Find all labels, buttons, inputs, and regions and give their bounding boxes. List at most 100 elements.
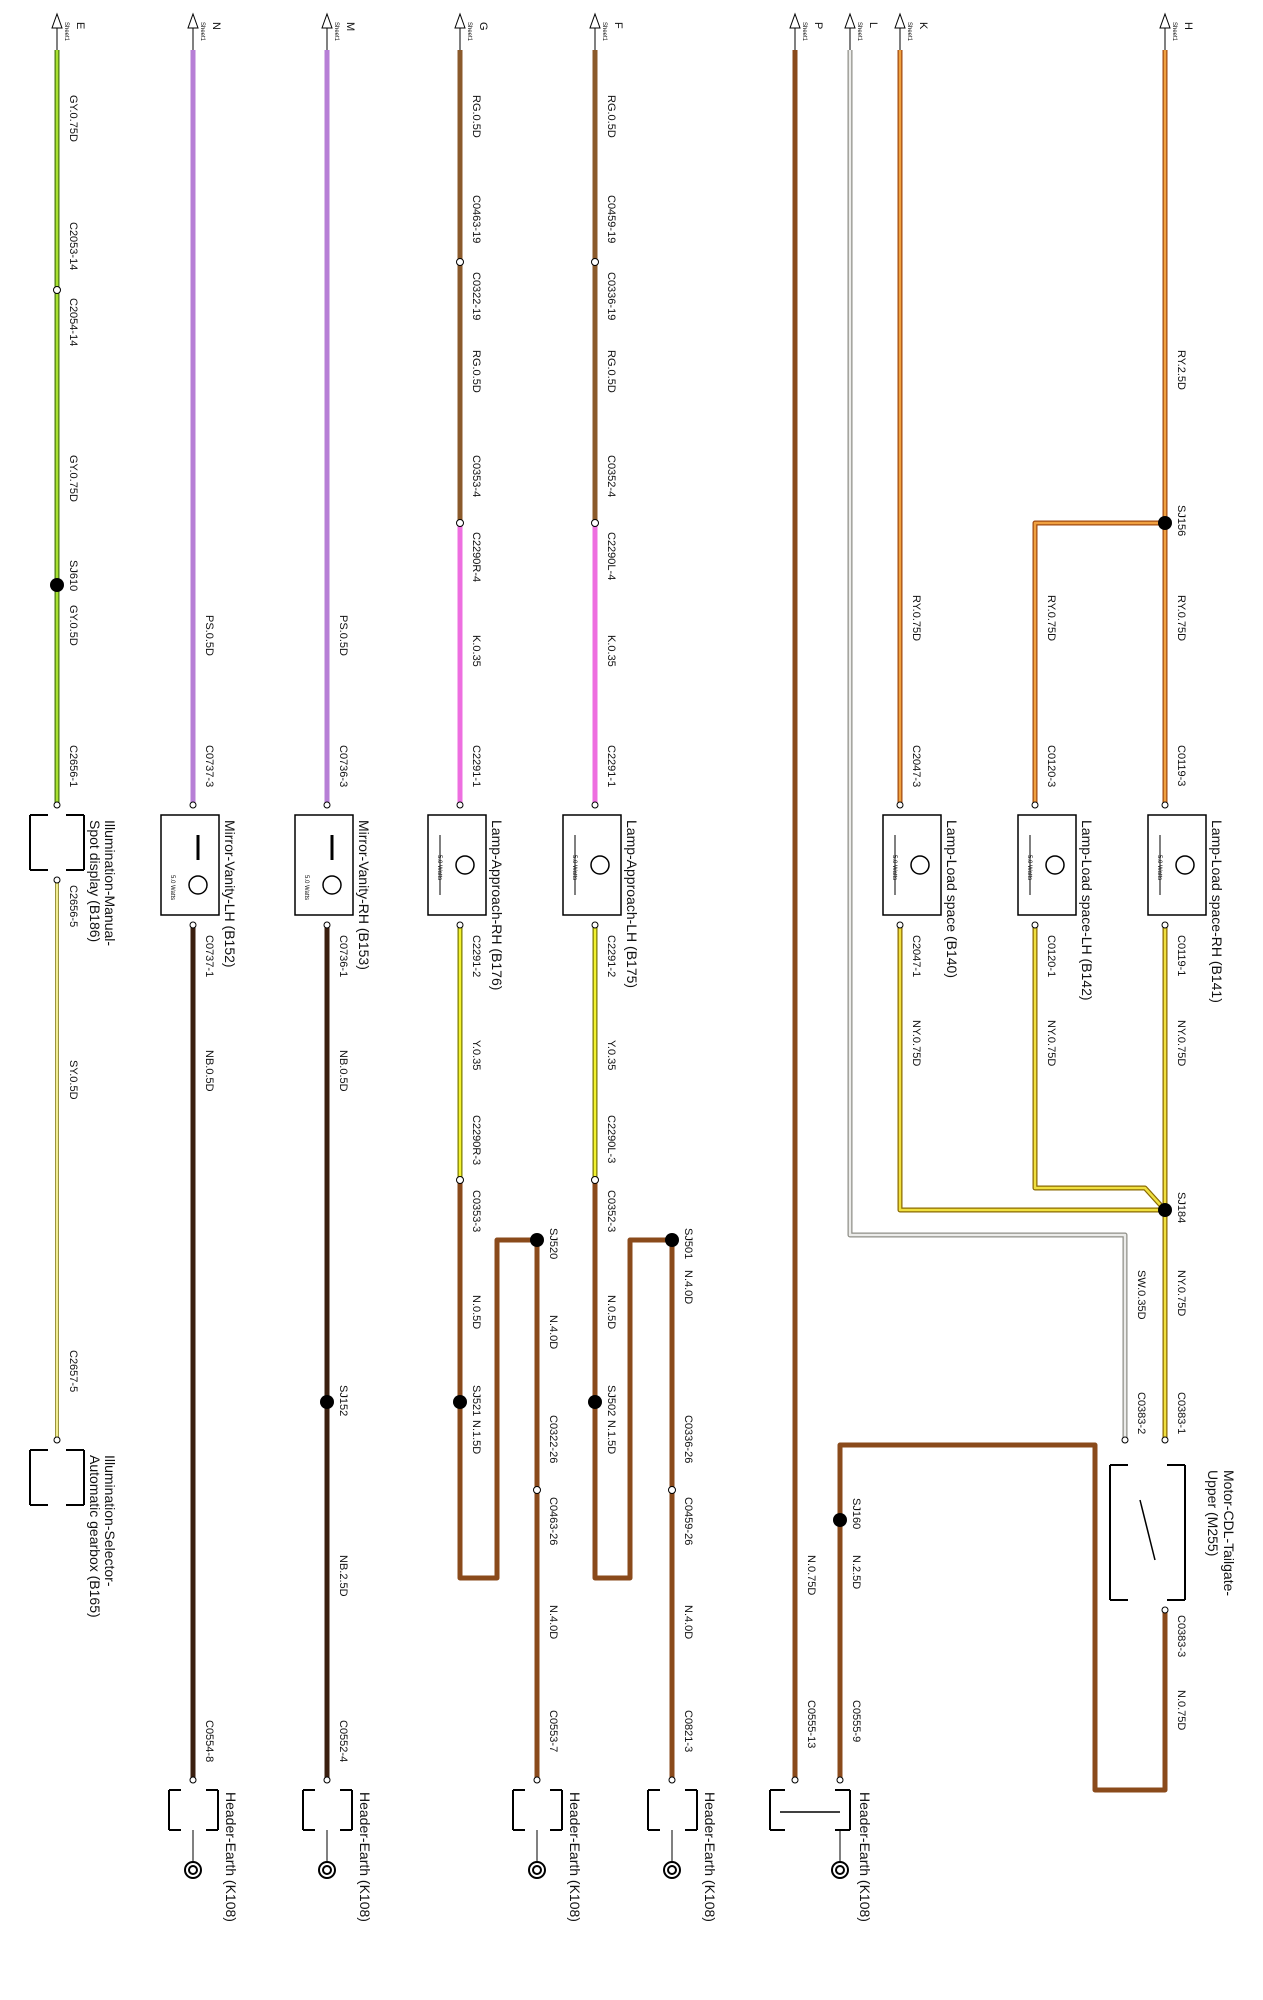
wire-m255-n: [837, 1442, 1168, 1793]
connector-p[interactable]: P Sheet1: [789, 12, 824, 50]
wire-label: PS.0.5D: [203, 615, 215, 656]
svg-text:C0736-1: C0736-1: [337, 935, 349, 977]
inline-connector: [456, 519, 464, 527]
svg-text:Spot display (B186): Spot display (B186): [87, 820, 103, 942]
lamp-b175[interactable]: [562, 814, 622, 916]
mirror-b152[interactable]: [160, 814, 220, 916]
svg-text:C0554-8: C0554-8: [203, 1720, 215, 1762]
svg-text:5.0 Watts: 5.0 Watts: [891, 855, 897, 880]
wire-f-n: [592, 1182, 675, 1780]
svg-text:5.0 Watts: 5.0 Watts: [169, 875, 175, 900]
wire-label: Y.0.35: [605, 1040, 617, 1070]
connector-e[interactable]: E Sheet1: [51, 12, 86, 50]
svg-text:C0119-1: C0119-1: [1175, 935, 1187, 976]
svg-text:C2291-1: C2291-1: [470, 745, 482, 787]
svg-text:Motor-CDL-Tailgate-: Motor-CDL-Tailgate-: [1221, 1470, 1237, 1596]
svg-text:Lamp-Approach-RH (B176): Lamp-Approach-RH (B176): [489, 820, 505, 990]
lamp-b176[interactable]: [427, 814, 487, 916]
wire-label: N.4.0D: [547, 1605, 559, 1639]
wire-label: SY.0.5D: [67, 1060, 79, 1100]
inline-connector: [591, 1176, 599, 1184]
earth-k108-m[interactable]: [302, 1789, 353, 1879]
svg-text:5.0 Watts: 5.0 Watts: [436, 855, 442, 880]
splice-sj160: [833, 1513, 847, 1527]
inline-connector: [668, 1486, 676, 1494]
svg-text:G: G: [477, 22, 489, 31]
mirror-b153[interactable]: [294, 814, 354, 916]
lamp-b140[interactable]: [882, 814, 942, 916]
wire-label: NB.0.5D: [337, 1050, 349, 1092]
svg-text:C0352-4: C0352-4: [605, 455, 617, 497]
svg-text:Illumination-Manual-: Illumination-Manual-: [102, 820, 118, 946]
wire-label: GY.0.75D: [67, 455, 79, 502]
wire-label: N.1.5D: [470, 1420, 482, 1454]
bracket-m255[interactable]: [1109, 1464, 1186, 1601]
connector-h[interactable]: H Sheet1: [1159, 12, 1194, 50]
svg-text:Sheet1: Sheet1: [601, 22, 607, 42]
svg-text:Mirror-Vanity-RH (B153): Mirror-Vanity-RH (B153): [356, 820, 372, 970]
wires: [54, 50, 1168, 1793]
wire-label: N.4.0D: [682, 1605, 694, 1639]
splice-sj610: [50, 578, 64, 592]
svg-text:P: P: [812, 22, 824, 29]
svg-text:C2290L-3: C2290L-3: [605, 1115, 617, 1163]
wire-label: RG.0.5D: [605, 95, 617, 138]
wire-label: K.0.35: [605, 635, 617, 667]
splices: [50, 516, 1172, 1527]
lamp-b142[interactable]: [1017, 814, 1077, 916]
wire-label: SW.0.35D: [1135, 1270, 1147, 1320]
earth-k108-p[interactable]: [769, 1789, 851, 1879]
bracket-b165[interactable]: [29, 1449, 85, 1506]
wire-label: NY.0.75D: [910, 1020, 922, 1066]
earth-k108-f[interactable]: [647, 1789, 698, 1879]
splice-sj152: [320, 1395, 334, 1409]
lamp-b141[interactable]: [1147, 814, 1207, 916]
svg-text:C0552-4: C0552-4: [337, 1720, 349, 1762]
svg-text:C0336-26: C0336-26: [682, 1415, 694, 1463]
components: [29, 814, 1207, 1879]
connector-f[interactable]: F Sheet1: [589, 12, 624, 50]
inline-connector: [456, 1176, 464, 1184]
svg-text:C2054-14: C2054-14: [67, 298, 79, 346]
wire-labels: RY.2.5D RY.0.75D RY.0.75D RY.0.75D NY.0.…: [67, 95, 1187, 1730]
wire-label: N.2.5D: [850, 1555, 862, 1589]
svg-text:Sheet1: Sheet1: [801, 22, 807, 42]
svg-text:C0463-26: C0463-26: [547, 1497, 559, 1545]
component-names: Lamp-Load space-RH (B141) Lamp-Load spac…: [87, 820, 1237, 1922]
wire-label: RG.0.5D: [605, 350, 617, 393]
wire-label: N.4.0D: [682, 1270, 694, 1304]
svg-text:E: E: [74, 22, 86, 29]
connector-g[interactable]: G Sheet1: [454, 12, 489, 50]
svg-text:H: H: [1182, 22, 1194, 30]
svg-text:C0352-3: C0352-3: [605, 1190, 617, 1232]
svg-text:C0463-19: C0463-19: [470, 195, 482, 243]
svg-text:Header-Earth (K108): Header-Earth (K108): [223, 1792, 239, 1922]
connector-n[interactable]: N Sheet1: [187, 12, 222, 50]
wire-label: NB.0.5D: [203, 1050, 215, 1092]
wire-label: GY.0.5D: [67, 605, 79, 646]
svg-text:C0555-9: C0555-9: [850, 1700, 862, 1742]
connector-l[interactable]: L Sheet1: [844, 12, 879, 50]
splice-labels: SJ156 SJ184 SJ160 SJ501 SJ502 SJ520 SJ52…: [67, 505, 1187, 1529]
svg-text:Sheet1: Sheet1: [856, 22, 862, 42]
wire-label: RG.0.5D: [470, 95, 482, 138]
wire-label: N.0.75D: [805, 1555, 817, 1595]
earth-k108-g[interactable]: [512, 1789, 563, 1879]
connector-k[interactable]: K Sheet1: [894, 12, 929, 50]
svg-text:C0120-3: C0120-3: [1045, 745, 1057, 787]
svg-text:Lamp-Load space-LH (B142): Lamp-Load space-LH (B142): [1079, 820, 1095, 1001]
wire-label: RG.0.5D: [470, 350, 482, 393]
earth-k108-n[interactable]: [168, 1789, 219, 1879]
bracket-b186[interactable]: [29, 814, 85, 871]
wire-label: N.0.5D: [605, 1295, 617, 1329]
svg-text:C0336-19: C0336-19: [605, 272, 617, 320]
splice-sj520: [530, 1233, 544, 1247]
svg-text:C0555-13: C0555-13: [805, 1700, 817, 1748]
connector-m[interactable]: M Sheet1: [321, 12, 356, 50]
watt-labels: 5.0 Watts 5.0 Watts 5.0 Watts 5.0 Watts …: [169, 855, 1162, 900]
svg-text:C0383-3: C0383-3: [1175, 1615, 1187, 1657]
wire-label: N.1.5D: [605, 1420, 617, 1454]
svg-text:SJ610: SJ610: [67, 560, 79, 591]
svg-text:SJ502: SJ502: [605, 1385, 617, 1416]
